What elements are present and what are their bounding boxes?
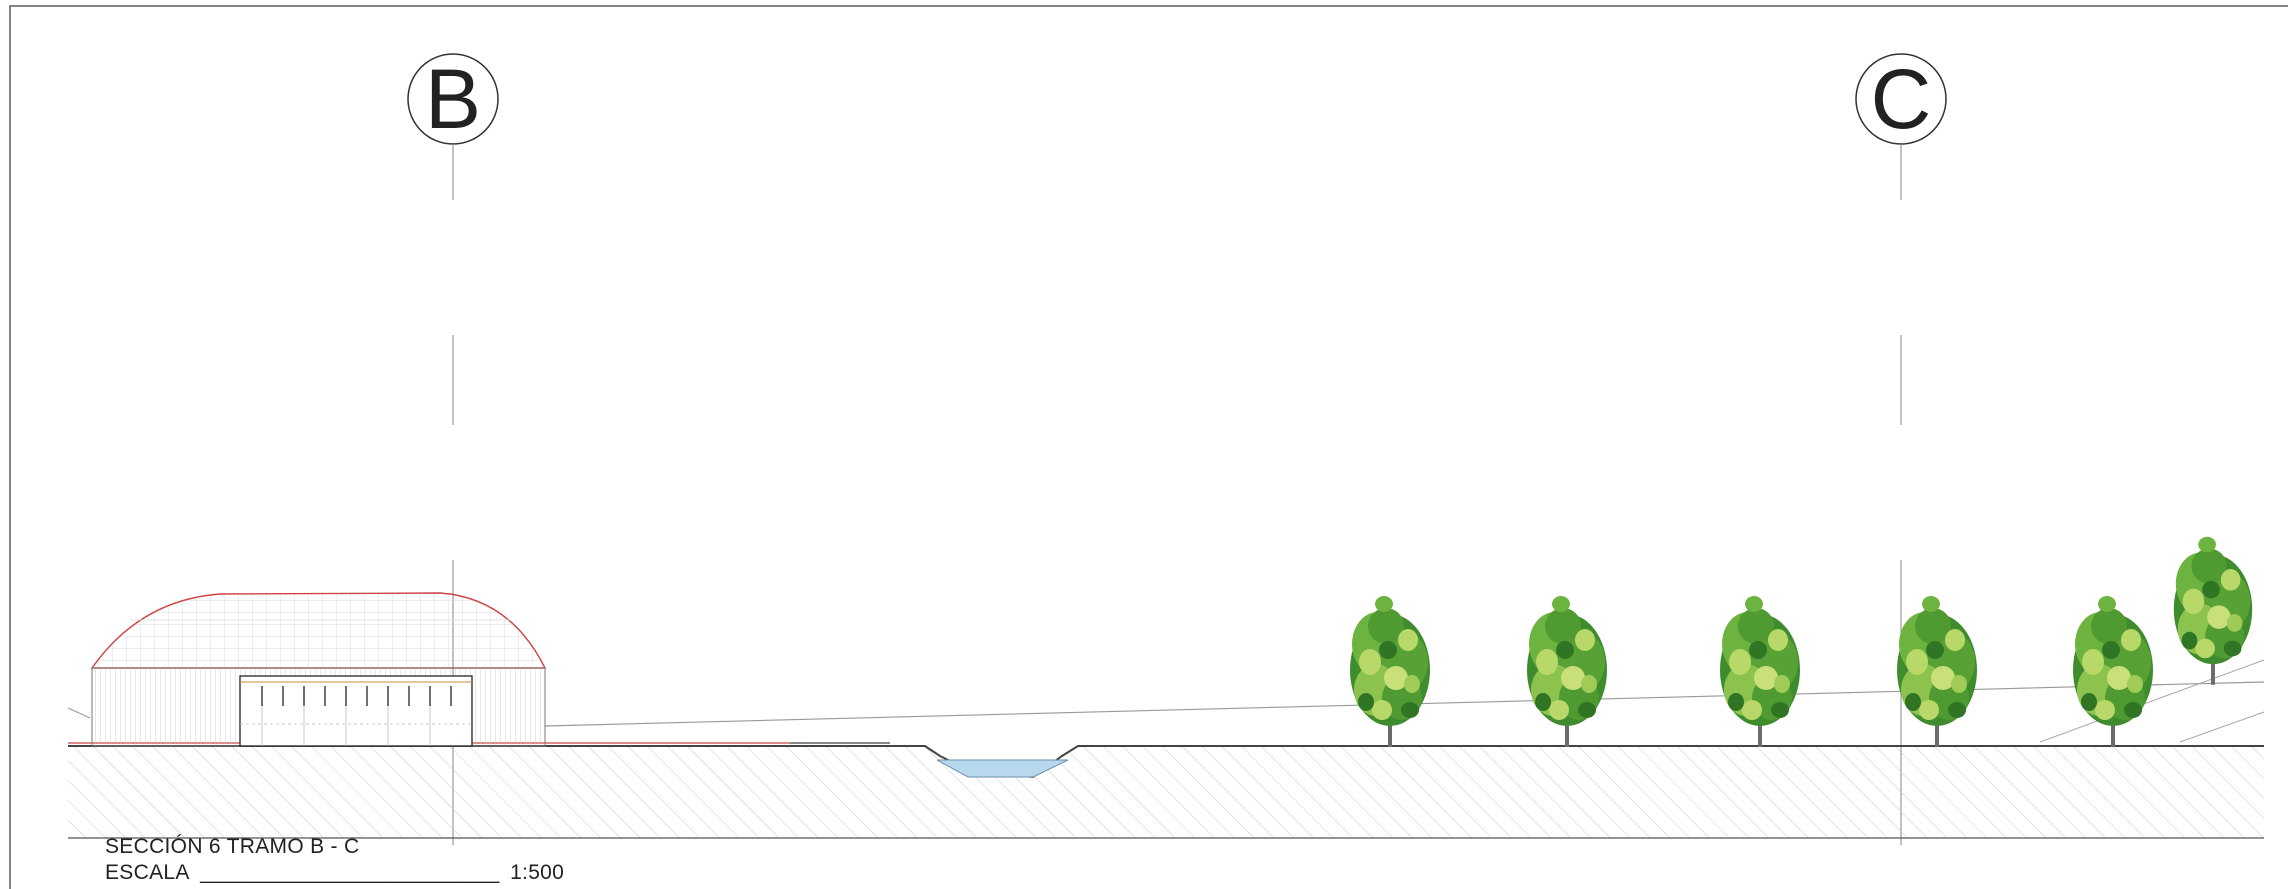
axis-b-label: B bbox=[425, 52, 481, 146]
scale-label: ESCALA bbox=[105, 861, 190, 884]
pavilion-building bbox=[90, 592, 547, 747]
tree-row bbox=[1348, 534, 2255, 749]
right-slope-line-2 bbox=[2179, 711, 2265, 743]
tree-icon bbox=[2071, 594, 2155, 749]
axis-c: C bbox=[1855, 52, 1947, 845]
pavilion-facade bbox=[239, 675, 473, 747]
right-slope-line-1 bbox=[2039, 659, 2265, 743]
facade-mullions bbox=[261, 686, 452, 706]
tree-icon bbox=[1895, 594, 1979, 749]
scale-value: 1:500 bbox=[510, 861, 565, 884]
sheet-frame bbox=[9, 5, 2288, 889]
scale-row: ESCALA _________________________ 1:500 bbox=[105, 861, 564, 885]
facade-glazing bbox=[240, 706, 472, 746]
tree-icon bbox=[1525, 594, 1609, 749]
section-title: SECCIÓN 6 TRAMO B - C bbox=[105, 835, 360, 858]
scale-line: _________________________ bbox=[200, 861, 500, 884]
tree-icon bbox=[2171, 534, 2255, 687]
ground-section-hatch bbox=[68, 746, 2264, 838]
pavilion-roof bbox=[90, 592, 547, 669]
axis-c-label: C bbox=[1871, 52, 1932, 146]
axis-b: B bbox=[407, 52, 499, 845]
tree-icon bbox=[1718, 594, 1802, 749]
water-channel bbox=[936, 759, 1069, 778]
left-edge-line bbox=[67, 707, 91, 719]
tree-icon bbox=[1348, 594, 1432, 749]
